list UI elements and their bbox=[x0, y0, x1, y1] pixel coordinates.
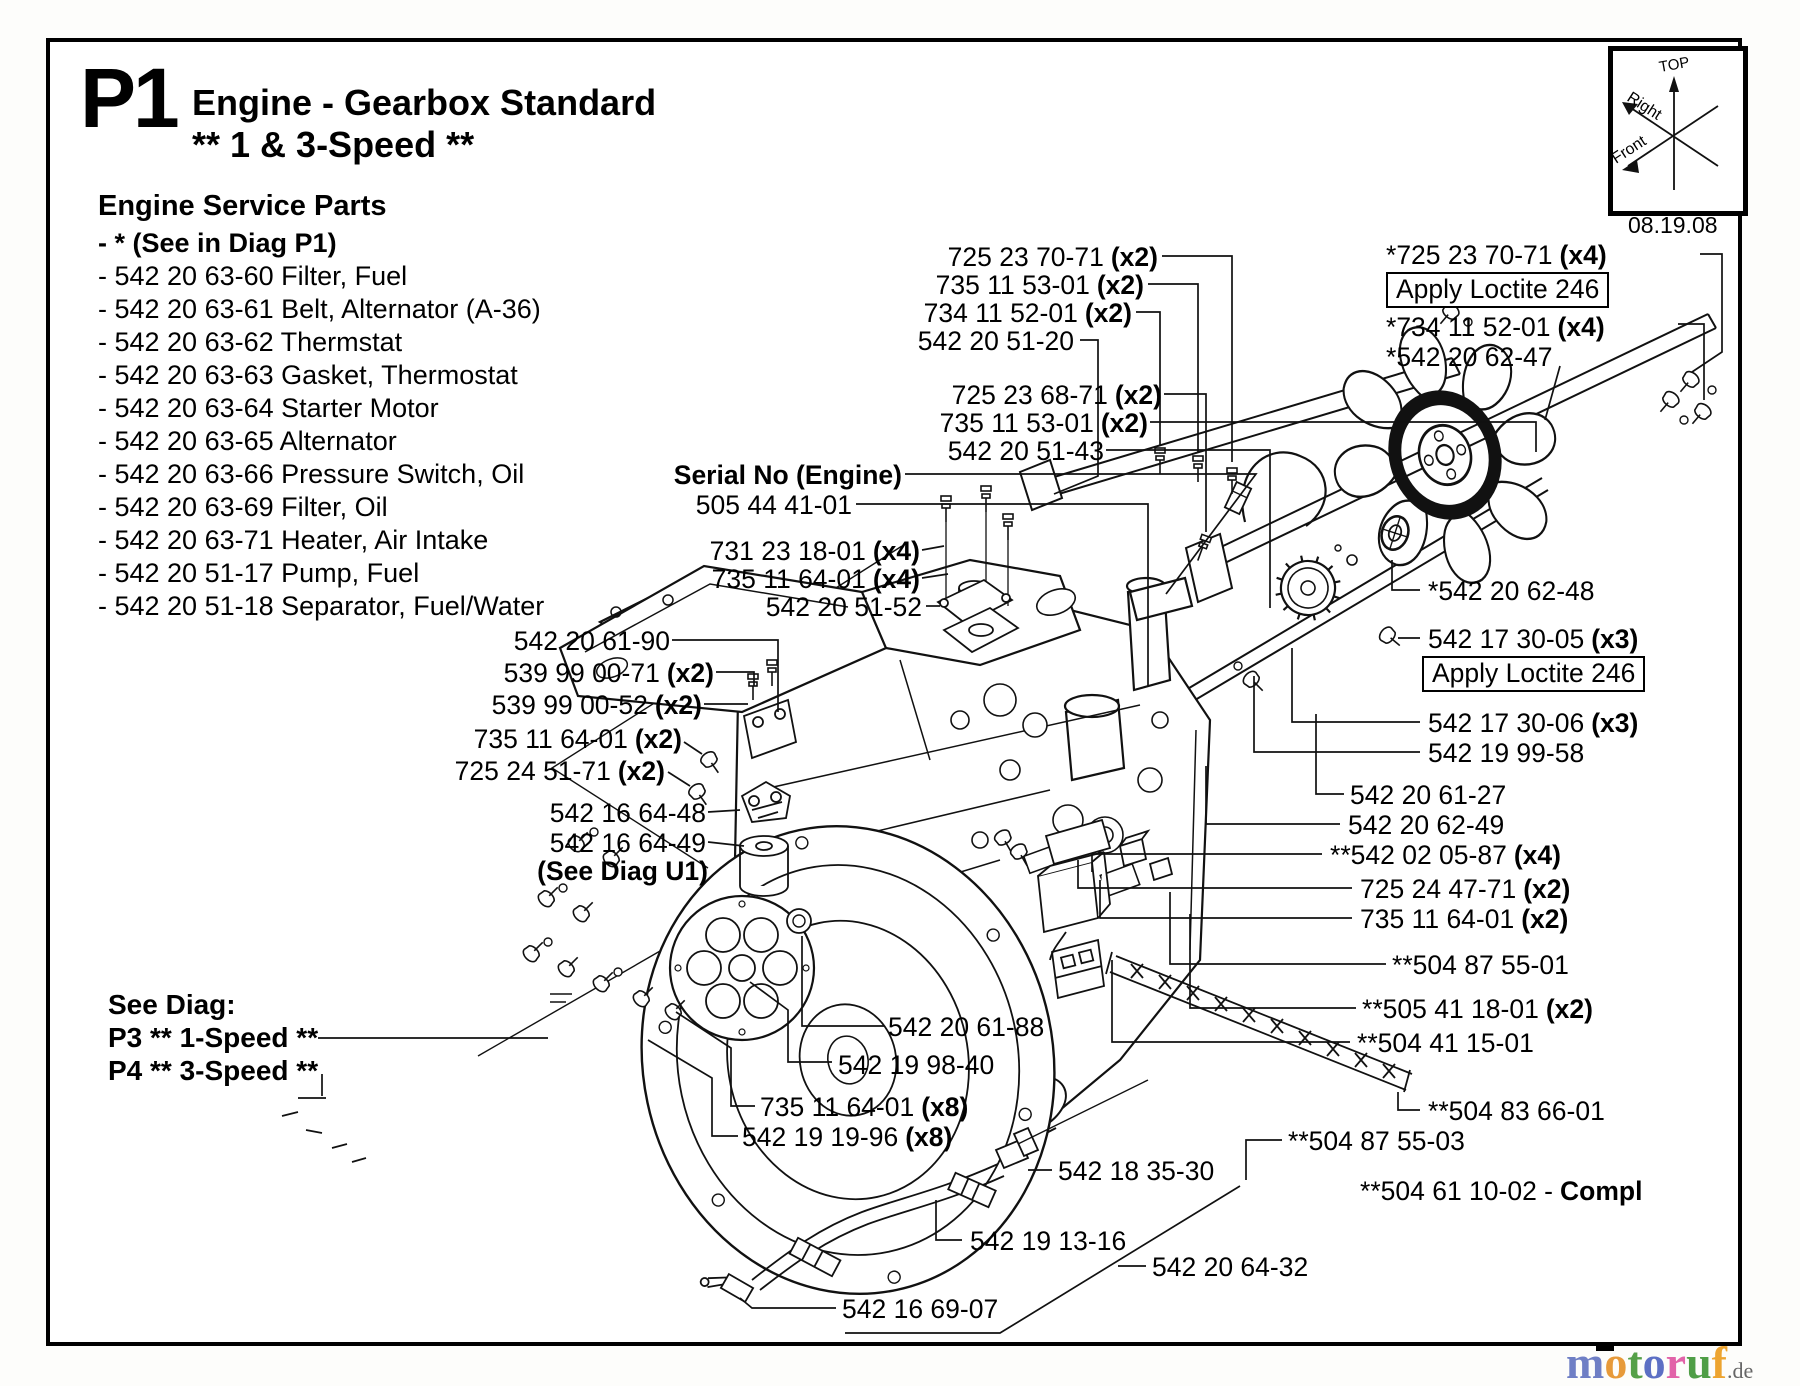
part-callout: 542 20 61-90 bbox=[513, 626, 670, 656]
service-part-item: - 542 20 63-62 Thermstat bbox=[98, 327, 403, 357]
part-callout: **504 87 55-01 bbox=[1392, 950, 1569, 980]
part-callout: 539 99 00-71(x2) bbox=[503, 658, 714, 688]
part-callout: 735 11 64-01(x8) bbox=[760, 1092, 969, 1122]
watermark-letter: o bbox=[1604, 1337, 1628, 1386]
part-callout: 542 19 98-40 bbox=[838, 1050, 995, 1080]
compass-front-label: Front bbox=[1609, 132, 1650, 167]
loctite-note: Apply Loctite 246 bbox=[1386, 272, 1610, 308]
part-callout: *542 20 62-47 bbox=[1386, 342, 1553, 372]
compass-right-label: Right bbox=[1624, 89, 1665, 124]
watermark-letter: m bbox=[1566, 1337, 1605, 1386]
watermark-letter: r bbox=[1665, 1337, 1687, 1386]
part-callout: 542 17 30-05(x3) bbox=[1428, 624, 1639, 654]
part-callout: 735 11 64-01(x2) bbox=[473, 724, 682, 754]
part-callout: 542 20 64-32 bbox=[1152, 1252, 1309, 1282]
part-callout: 542 20 61-88 bbox=[888, 1012, 1045, 1042]
part-callout: 725 23 70-71(x2) bbox=[947, 242, 1158, 272]
service-parts-note: - * (See in Diag P1) bbox=[98, 228, 337, 258]
service-part-item: - 542 20 63-61 Belt, Alternator (A-36) bbox=[98, 294, 541, 324]
part-callout: 734 11 52-01(x2) bbox=[923, 298, 1132, 328]
part-callout: 735 11 53-01(x2) bbox=[939, 408, 1148, 438]
revision-date: 08.19.08 bbox=[1628, 212, 1718, 238]
serial-no-label: Serial No (Engine) bbox=[673, 460, 902, 490]
engine-service-parts-list: Engine Service Parts - * (See in Diag P1… bbox=[98, 190, 544, 623]
part-callout: 542 20 51-20 bbox=[917, 326, 1074, 356]
service-part-item: - 542 20 51-17 Pump, Fuel bbox=[98, 558, 420, 588]
part-callout: 542 17 30-06(x3) bbox=[1428, 708, 1639, 738]
part-callout: 539 99 00-52(x2) bbox=[491, 690, 702, 720]
page-subtitle: ** 1 & 3-Speed ** bbox=[192, 124, 475, 165]
part-callout: **504 41 15-01 bbox=[1357, 1028, 1534, 1058]
page-title: Engine - Gearbox Standard bbox=[192, 82, 657, 123]
watermark-letter: f bbox=[1711, 1337, 1727, 1386]
loctite-note: Apply Loctite 246 bbox=[1422, 656, 1646, 692]
see-diag-u1-note: (See Diag U1) bbox=[537, 856, 708, 886]
part-callout: **504 87 55-03 bbox=[1288, 1126, 1465, 1156]
part-callout: 542 16 64-48 bbox=[549, 798, 706, 828]
part-callout: 731 23 18-01(x4) bbox=[709, 536, 920, 566]
service-part-item: - 542 20 63-69 Filter, Oil bbox=[98, 492, 388, 522]
part-callout: **505 41 18-01(x2) bbox=[1362, 994, 1593, 1024]
see-diag-p3: P3 ** 1-Speed ** bbox=[108, 1022, 319, 1053]
part-callout: 735 11 64-01(x4) bbox=[711, 564, 920, 594]
service-part-item: - 542 20 63-65 Alternator bbox=[98, 426, 397, 456]
diagram-code: P1 bbox=[80, 51, 180, 145]
see-diag-block: See Diag: P3 ** 1-Speed ** P4 ** 3-Speed… bbox=[108, 988, 318, 1087]
watermark-tld: .de bbox=[1727, 1358, 1754, 1383]
service-part-item: - 542 20 63-64 Starter Motor bbox=[98, 393, 439, 423]
watermark-letter: o bbox=[1642, 1337, 1666, 1386]
part-callout: 542 20 51-43 bbox=[947, 436, 1104, 466]
orientation-compass bbox=[1608, 46, 1748, 216]
part-callout: 735 11 53-01(x2) bbox=[935, 270, 1144, 300]
part-callout: 725 23 68-71(x2) bbox=[951, 380, 1162, 410]
part-callout: 505 44 41-01 bbox=[695, 490, 852, 520]
service-part-item: - 542 20 63-66 Pressure Switch, Oil bbox=[98, 459, 525, 489]
part-callout: 725 24 47-71(x2) bbox=[1360, 874, 1571, 904]
frame-notch bbox=[1596, 1342, 1614, 1351]
service-part-item: - 542 20 63-71 Heater, Air Intake bbox=[98, 525, 489, 555]
part-callout: 542 16 69-07 bbox=[842, 1294, 999, 1324]
part-callout: *734 11 52-01(x4) bbox=[1386, 312, 1605, 342]
service-part-item: - 542 20 51-18 Separator, Fuel/Water bbox=[98, 591, 545, 621]
part-callout: **504 83 66-01 bbox=[1428, 1096, 1605, 1126]
part-callout: *542 20 62-48 bbox=[1428, 576, 1595, 606]
part-callout: 542 18 35-30 bbox=[1058, 1156, 1215, 1186]
service-part-item: - 542 20 63-60 Filter, Fuel bbox=[98, 261, 408, 291]
part-callout: *725 23 70-71(x4) bbox=[1386, 240, 1607, 270]
motoruf-watermark: motoruf.de bbox=[1566, 1336, 1753, 1386]
part-callout: **504 61 10-02 -Compl bbox=[1360, 1176, 1643, 1206]
part-callout: 542 20 51-52 bbox=[765, 592, 922, 622]
part-callout: 542 20 62-49 bbox=[1348, 810, 1505, 840]
part-callout: 542 16 64-49 bbox=[549, 828, 706, 858]
part-callout: 735 11 64-01(x2) bbox=[1360, 904, 1569, 934]
compass-top-label: TOP bbox=[1658, 54, 1691, 76]
watermark-letter: t bbox=[1627, 1337, 1643, 1386]
part-callout: 542 19 13-16 bbox=[970, 1226, 1127, 1256]
part-callout: **542 02 05-87(x4) bbox=[1330, 840, 1561, 870]
part-callout: 725 24 51-71(x2) bbox=[454, 756, 665, 786]
service-parts-heading: Engine Service Parts bbox=[98, 190, 387, 222]
see-diag-heading: See Diag: bbox=[108, 989, 236, 1020]
watermark-letter: u bbox=[1686, 1337, 1712, 1386]
part-callout: 542 19 19-96(x8) bbox=[742, 1122, 953, 1152]
part-callout: 542 20 61-27 bbox=[1350, 780, 1507, 810]
see-diag-p4: P4 ** 3-Speed ** bbox=[108, 1055, 319, 1086]
service-part-item: - 542 20 63-63 Gasket, Thermostat bbox=[98, 360, 518, 390]
part-callout: 542 19 99-58 bbox=[1428, 738, 1585, 768]
